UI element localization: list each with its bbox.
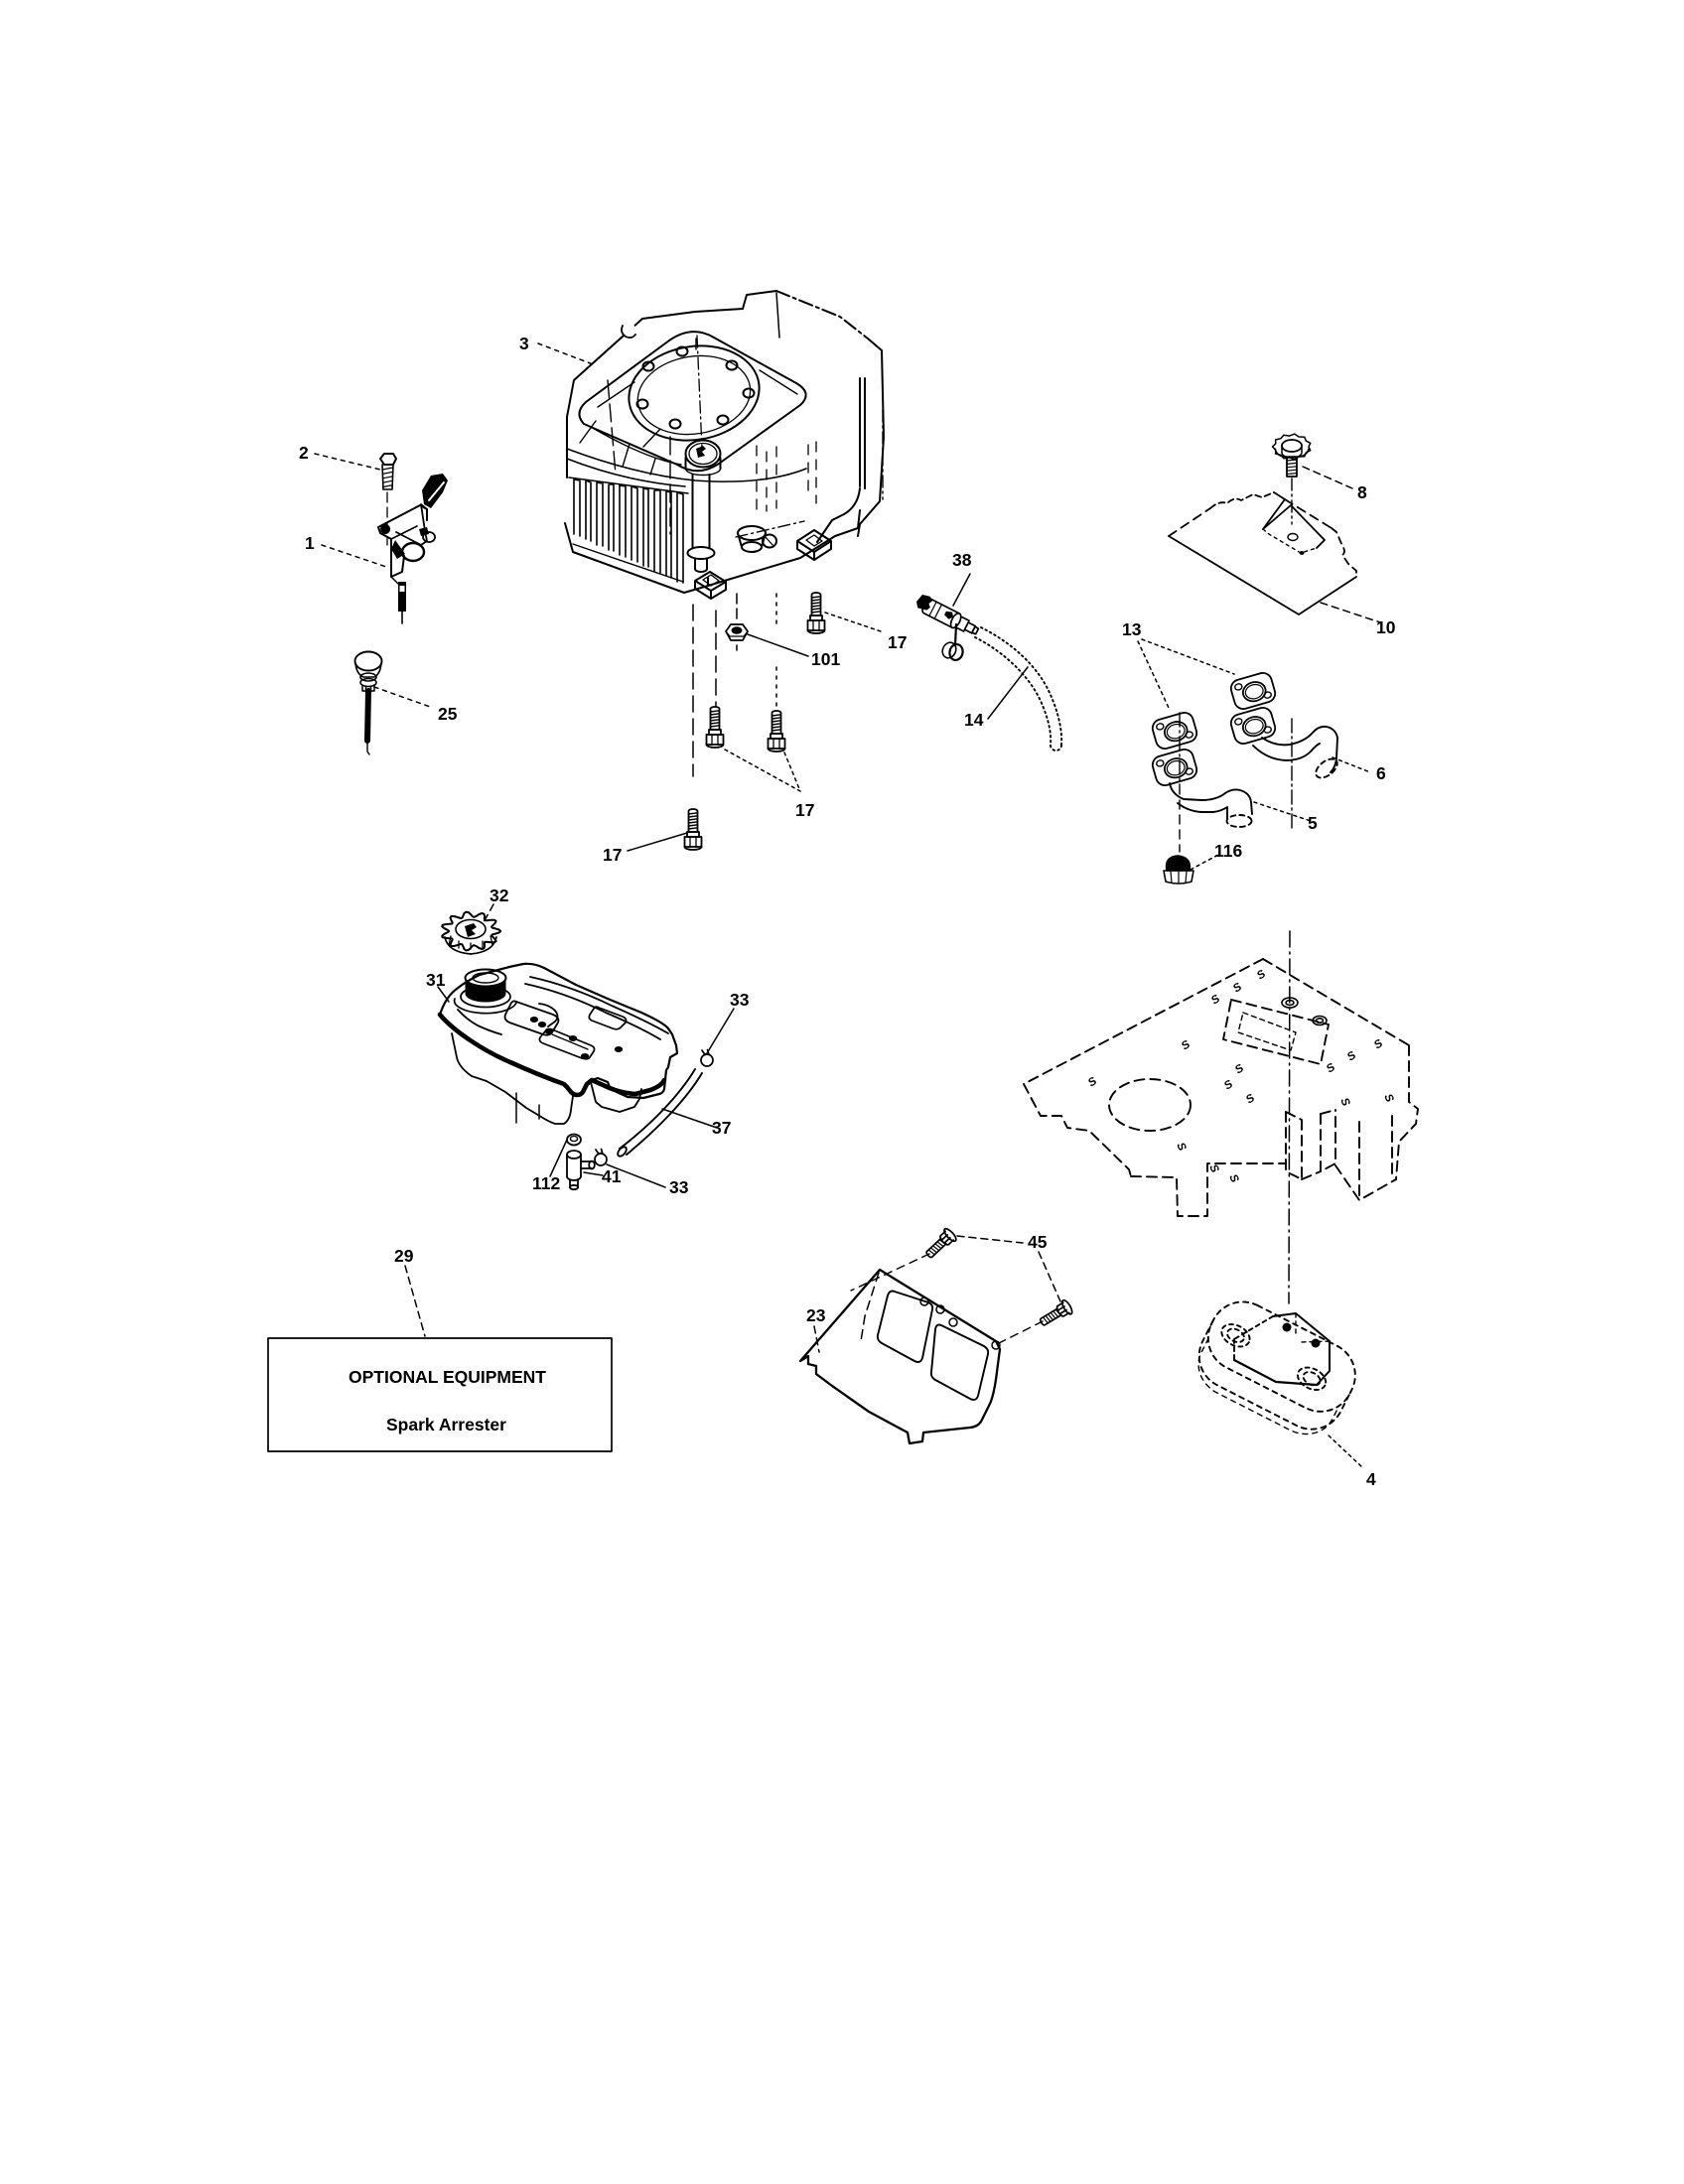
- svg-text:4: 4: [1366, 1469, 1376, 1489]
- svg-text:17: 17: [603, 845, 622, 865]
- svg-text:3: 3: [519, 334, 529, 353]
- svg-text:OPTIONAL EQUIPMENT: OPTIONAL EQUIPMENT: [349, 1367, 546, 1387]
- svg-text:6: 6: [1376, 763, 1386, 783]
- svg-text:17: 17: [795, 800, 814, 820]
- svg-text:37: 37: [712, 1118, 731, 1138]
- svg-text:5: 5: [1308, 813, 1318, 833]
- svg-text:33: 33: [669, 1177, 689, 1197]
- svg-text:2: 2: [299, 443, 309, 463]
- svg-text:10: 10: [1376, 617, 1396, 637]
- svg-text:116: 116: [1214, 841, 1242, 861]
- svg-text:14: 14: [964, 710, 984, 730]
- svg-text:17: 17: [888, 632, 907, 652]
- svg-text:32: 32: [490, 886, 509, 905]
- svg-text:Spark Arrester: Spark Arrester: [386, 1415, 506, 1434]
- svg-text:33: 33: [730, 990, 750, 1010]
- svg-text:8: 8: [1357, 482, 1367, 502]
- svg-text:1: 1: [305, 533, 315, 553]
- svg-text:25: 25: [438, 704, 458, 724]
- svg-text:112: 112: [532, 1173, 560, 1193]
- svg-text:13: 13: [1122, 619, 1142, 639]
- svg-text:29: 29: [394, 1246, 414, 1266]
- svg-text:38: 38: [952, 550, 972, 570]
- svg-text:23: 23: [806, 1305, 826, 1325]
- svg-text:31: 31: [426, 970, 446, 990]
- svg-text:101: 101: [811, 649, 840, 669]
- svg-text:45: 45: [1028, 1232, 1048, 1252]
- svg-text:41: 41: [602, 1166, 622, 1186]
